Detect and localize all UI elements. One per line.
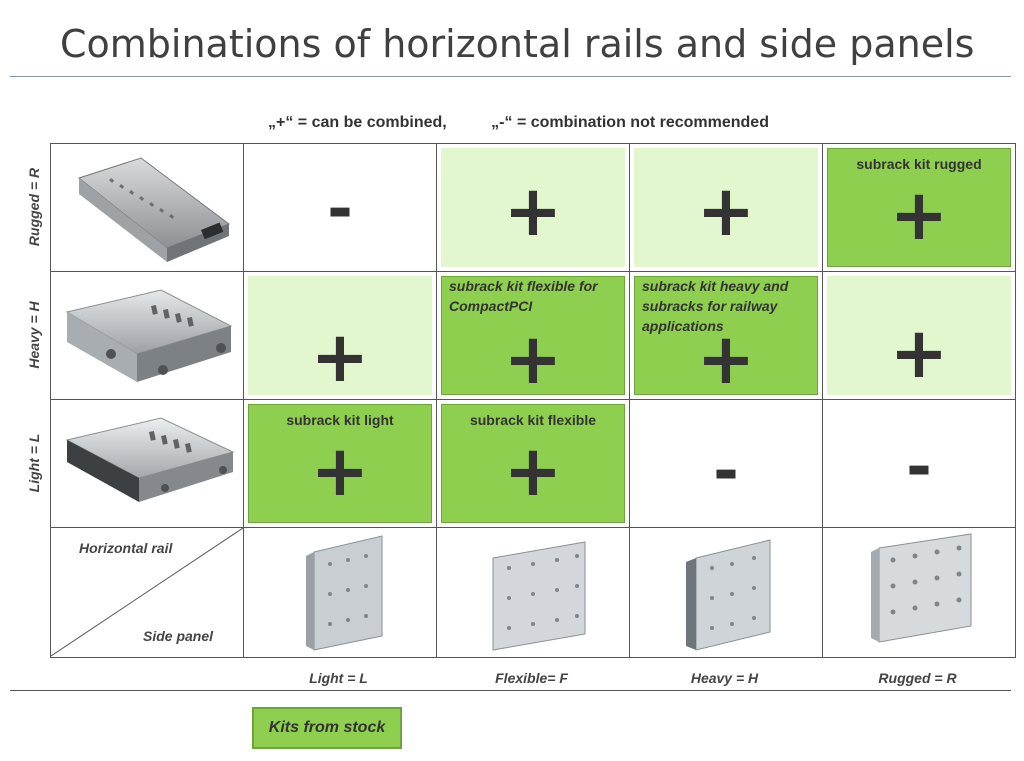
row-label-rugged: Rugged = R [26,167,42,247]
column-label-heavy: Heavy = H [690,670,759,686]
heavy-rail-image [65,289,233,382]
cell-heavy-flexible: subrack kit flexible for CompactPCI + [437,272,630,400]
title-divider [10,76,1011,77]
rail-image-cell-rugged [51,144,244,272]
side-panel-cell-flexible [437,528,630,658]
combination-symbol: + [696,170,756,252]
combination-symbol: - [327,172,353,245]
cell-heavy-heavy: subrack kit heavy and subracks for railw… [630,272,823,400]
heavy-side-panel-image [686,539,771,651]
legend: „+“ = can be combined, „-“ = combination… [268,114,769,132]
kit-label: subrack kit flexible for CompactPCI [449,278,598,314]
rail-image-cell-heavy [51,272,244,400]
recommended-fill [248,276,432,395]
bottom-divider [10,690,1011,691]
kit-fill [441,404,625,523]
cell-heavy-light: + [244,272,437,400]
corner-label-side-panel: Side panel [143,628,214,644]
combination-symbol: - [713,434,739,507]
combination-symbol: + [503,318,563,400]
recommended-fill [827,276,1011,395]
cell-rugged-light: - [244,144,437,272]
cell-rugged-flexible: + [437,144,630,272]
kits-from-stock-legend: Kits from stock [252,707,402,749]
combination-symbol: + [889,174,949,256]
row-label-light: Light = L [26,433,42,493]
combination-symbol: + [503,430,563,512]
cell-light-light: subrack kit light + [244,400,437,528]
kit-fill [827,148,1011,267]
corner-cell: Horizontal rail Side panel [51,528,244,658]
combination-symbol: + [310,430,370,512]
flexible-side-panel-image [492,541,586,651]
combination-symbol: + [310,316,370,398]
legend-plus: „+“ = can be combined, [268,114,447,131]
combination-symbol: - [906,430,932,503]
kit-label: subrack kit rugged [856,156,982,172]
kit-label: subrack kit flexible [469,412,597,428]
combination-symbol: + [889,312,949,394]
combination-symbol: + [696,318,756,400]
combination-symbol: + [503,170,563,252]
kit-fill [634,276,818,395]
side-panel-cell-light [244,528,437,658]
light-rail-image [65,417,235,502]
rugged-rail-image [77,157,231,262]
column-label-light: Light = L [309,670,368,686]
corner-diagonal [51,528,243,657]
cell-light-rugged: - [823,400,1016,528]
corner-label-horizontal-rail: Horizontal rail [79,540,173,556]
cell-rugged-rugged: subrack kit rugged + [823,144,1016,272]
column-label-flexible: Flexible= F [495,670,568,686]
rugged-side-panel-image [871,533,972,643]
cell-heavy-rugged: + [823,272,1016,400]
kit-label: subrack kit light [286,412,394,428]
slide-title: Combinations of horizontal rails and sid… [60,22,975,66]
recommended-fill [441,148,625,267]
kit-fill [248,404,432,523]
rail-image-cell-light [51,400,244,528]
side-panel-cell-rugged [823,528,1016,658]
column-label-rugged: Rugged = R [878,670,957,686]
legend-minus: „-“ = combination not recommended [491,114,769,131]
cell-light-flexible: subrack kit flexible + [437,400,630,528]
light-side-panel-image [306,535,383,651]
row-label-heavy: Heavy = H [26,301,42,369]
cell-light-heavy: - [630,400,823,528]
kit-fill [441,276,625,395]
recommended-fill [634,148,818,267]
combination-matrix: - + + subrack kit rugged + [50,143,1016,658]
cell-rugged-heavy: + [630,144,823,272]
side-panel-cell-heavy [630,528,823,658]
kit-label: subrack kit heavy and subracks for railw… [642,278,789,334]
